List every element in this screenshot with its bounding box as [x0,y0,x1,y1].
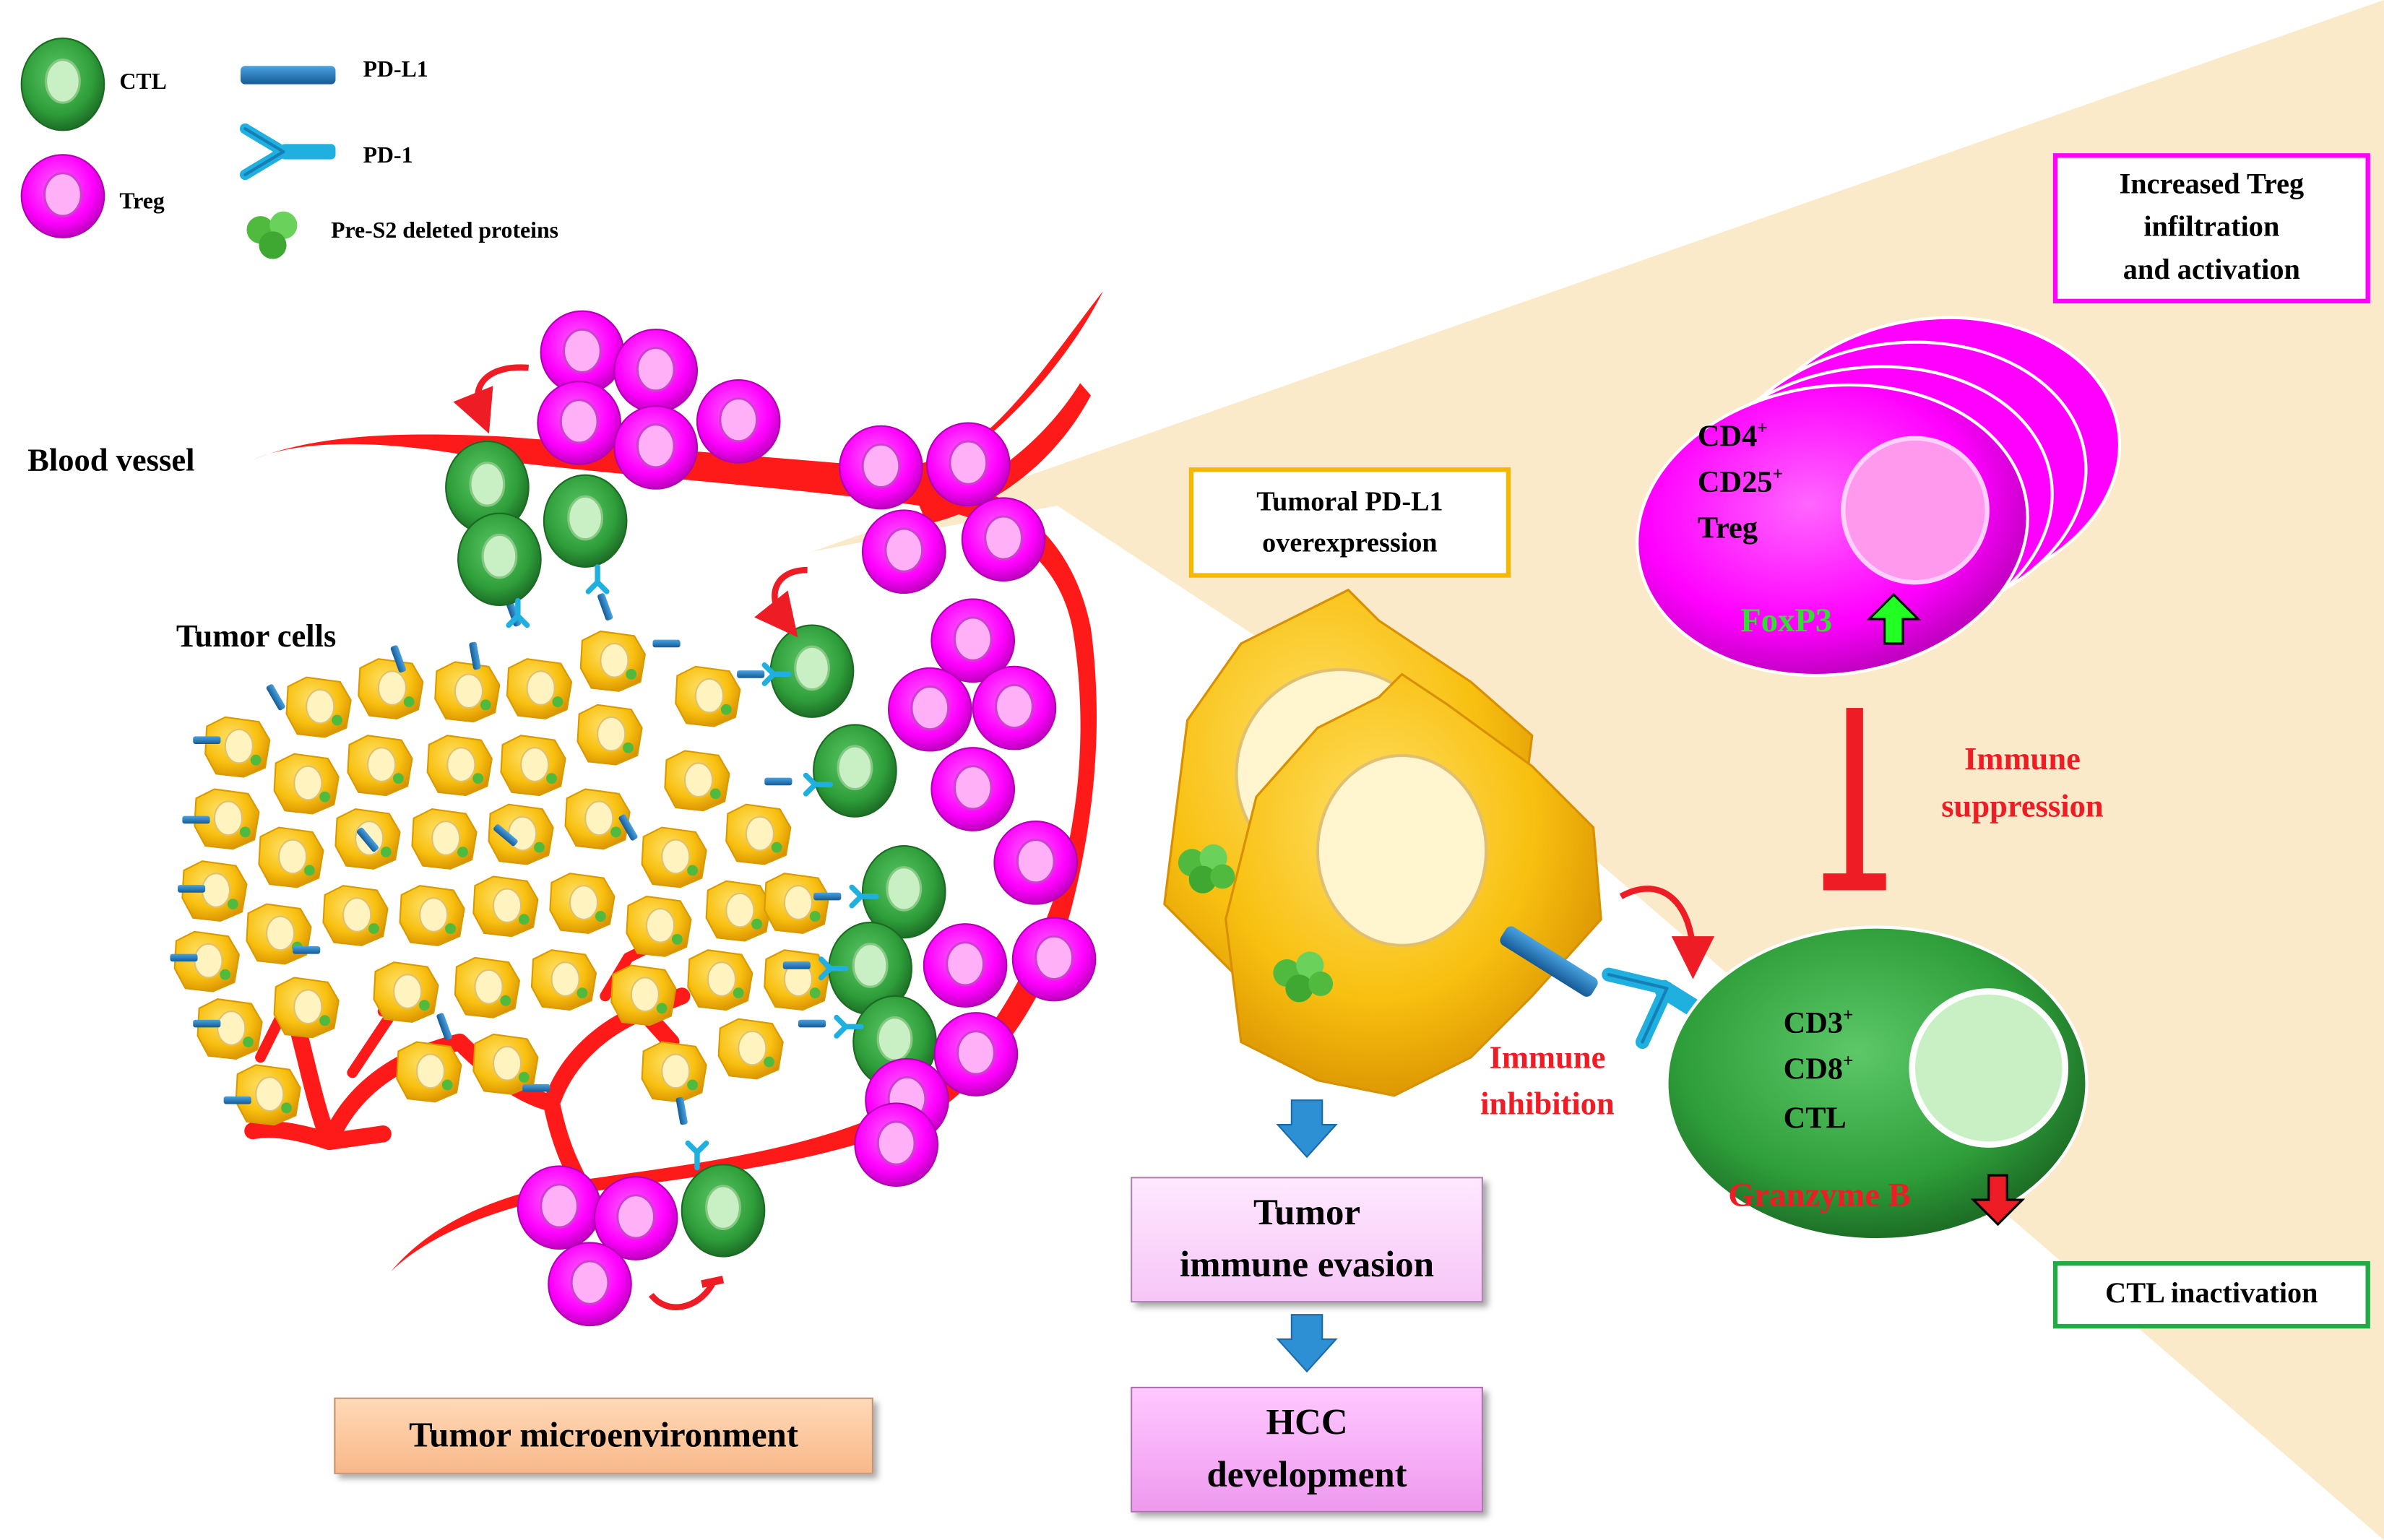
legend-pdl1-label: PD-L1 [363,56,428,82]
treg-cell-stack [1636,316,2122,678]
treg-marker-cd25: CD25+ [1698,463,1783,499]
immune-suppression-label: Immune suppression [1941,740,2104,825]
legend [20,37,336,259]
legend-treg-icon [20,153,105,239]
inhibition-bar-icon [1823,708,1886,891]
legend-ctl-icon [20,37,105,131]
ctl-inactivation-box: CTL inactivation [2052,1260,2370,1329]
pdl1-overexpression-box: Tumoral PD-L1 overexpression [1188,467,1511,578]
curved-red-arrow-icon [1619,886,1715,979]
blood-vessel-label: Blood vessel [27,441,194,477]
ctl-marker-cd3: CD3+ [1784,1004,1854,1040]
ctl-marker-ctl: CTL [1784,1101,1847,1135]
legend-pres2-label: Pre-S2 deleted proteins [331,217,558,243]
immune-inhibition-label: Immune inhibition [1480,1039,1615,1122]
blood-vessel [244,291,1103,1272]
down-arrow-red-icon [1970,1174,2026,1227]
treg-marker-treg: Treg [1698,511,1758,545]
treg-marker-cd4: CD4+ [1698,417,1768,453]
hcc-development-box: HCC development [1131,1386,1483,1513]
legend-treg-label: Treg [119,189,164,214]
legend-pres2-icon [246,211,298,259]
blue-down-arrow-icon [1276,1099,1338,1373]
immune-evasion-box: Tumor immune evasion [1131,1177,1483,1303]
up-arrow-green-icon [1866,592,1922,645]
tumor-cells-label: Tumor cells [176,618,336,654]
enlarged-tumor-cells [1163,588,1715,1097]
legend-pd1-icon [239,123,336,181]
legend-pdl1-icon [240,66,336,85]
legend-pd1-label: PD-1 [363,142,413,168]
tumor-microenvironment-box: Tumor microenvironment [334,1397,873,1474]
ctl-marker-cd8: CD8+ [1784,1050,1854,1086]
legend-ctl-label: CTL [119,69,166,94]
curved-red-arrow-icon [453,364,808,1310]
treg-activation-box: Increased Treg infiltration and activati… [2052,153,2370,304]
big-ctl-cell [1665,925,2089,1242]
foxp3-label: FoxP3 [1740,602,1832,639]
granzyme-label: Granzyme B [1728,1177,1911,1214]
